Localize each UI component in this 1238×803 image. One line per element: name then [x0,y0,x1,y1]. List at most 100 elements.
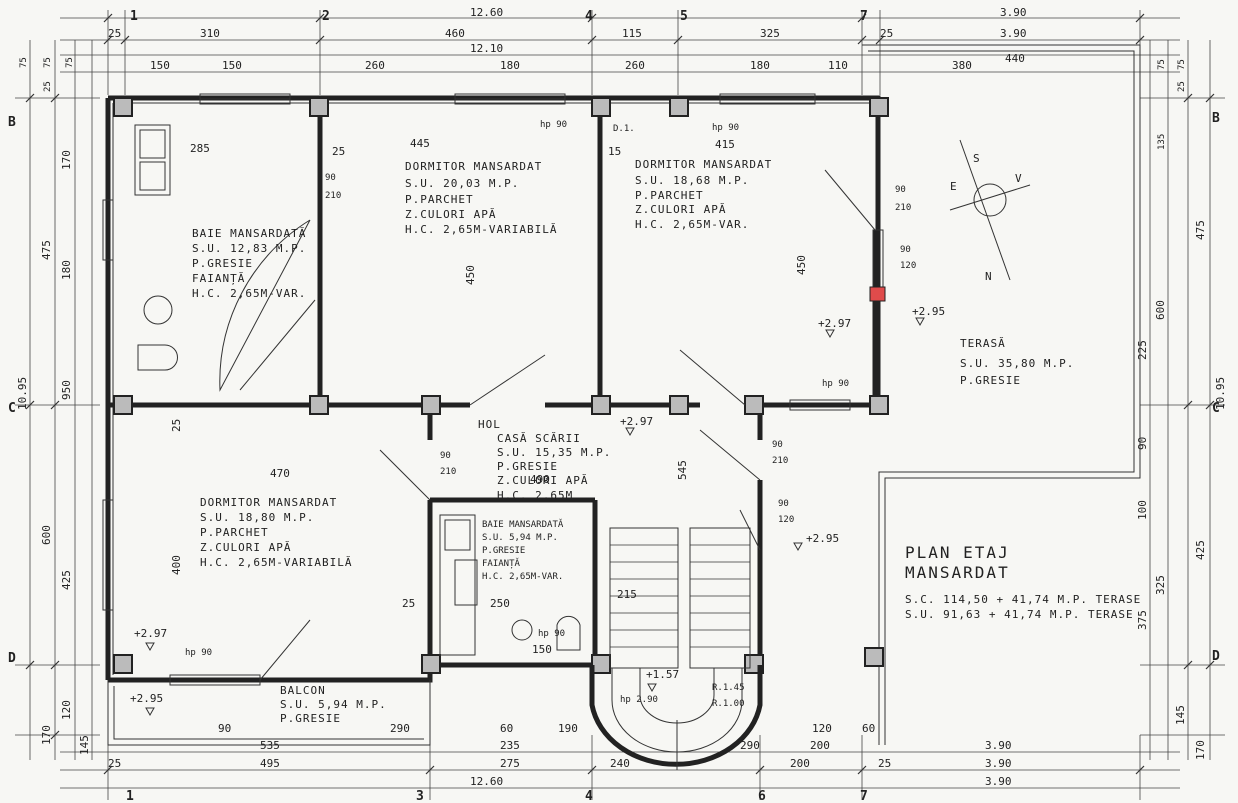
room-area: S.U. 18,68 M.P. [635,174,749,187]
dim-400: 400 [170,555,183,575]
room-height: H.C. 2,65M-VARIABILĂ [405,223,557,236]
dim-left-145: 145 [78,735,91,755]
room-area: S.U. 20,03 M.P. [405,177,519,190]
door-w-90b: 90 [895,185,906,195]
room-height: H.C. 2,65M [497,489,573,502]
dim-25a: 25 [332,145,345,158]
room-floor: P.GRESIE [960,374,1021,387]
opening-labels: 90 210 90 210 90 210 90 210 90 120 90 12… [185,120,916,709]
dim-right-1095: 10.95 [1214,377,1227,410]
dim-right-25: 25 [1177,81,1187,92]
dim-left-1095: 10.95 [16,377,29,410]
win-h-120b: 120 [778,515,794,525]
axis-right-d: D [1212,649,1220,664]
dim-right-170: 170 [1194,740,1207,760]
dim-bot-290: 290 [740,739,760,752]
door-h-210b: 210 [895,203,911,213]
dim-120: 120 [812,722,832,735]
right-dimension-chain [1140,40,1225,760]
top-dimension-chain [60,10,1180,95]
room-floor: P.PARCHET [200,526,269,539]
dim-top-25a: 25 [108,27,121,40]
level-east: +2.95 [806,532,839,545]
room-name: BAIE MANSARDATĂ [482,518,564,530]
door-h-210a: 210 [325,191,341,201]
level-dormitor-3: +2.97 [134,627,167,640]
compass-v-label: V [1015,172,1023,185]
top-windows [102,93,884,686]
level-dormitor-2: +2.97 [818,317,851,330]
dim-top-380: 380 [952,59,972,72]
dim-top-110: 110 [828,59,848,72]
axis-bot-6: 6 [758,789,766,803]
compass-rose [949,139,1031,281]
room-name: BALCON [280,684,326,697]
summary-sc: S.C. 114,50 + 41,74 M.P. TERASE [905,593,1141,606]
room-name: DORMITOR MANSARDAT [200,496,337,509]
dim-285: 285 [190,142,210,155]
dim-right-475: 475 [1194,220,1207,240]
axis-top-1: 1 [130,9,138,24]
room-dormitor-1: DORMITOR MANSARDAT S.U. 20,03 M.P. P.PAR… [405,160,557,236]
compass-n-label: N [985,270,993,283]
dim-415: 415 [715,138,735,151]
door-type-d1: D.1. [613,124,635,134]
dim-top-260b: 260 [625,59,645,72]
dim-top-terrace: 3.90 [1000,6,1027,19]
room-dormitor-3: DORMITOR MANSARDAT S.U. 18,80 M.P. P.PAR… [200,496,351,569]
door-w-90c: 90 [440,451,451,461]
dim-right-145: 145 [1174,705,1187,725]
dim-bot-275: 275 [500,757,520,770]
dim-top-310: 310 [200,27,220,40]
dim-60: 60 [500,722,513,735]
door-w-90a: 90 [325,173,336,183]
dim-left-600: 600 [40,525,53,545]
dim-right-135: 135 [1157,134,1167,150]
axis-top-2: 2 [322,9,330,24]
dim-bot-390c: 3.90 [985,775,1012,788]
room-name: BAIE MANSARDATĂ [192,227,306,240]
dim-bot-1260: 12.60 [470,775,503,788]
room-height: H.C. 2,65M-VAR. [192,287,306,300]
dim-bot-390b: 3.90 [985,757,1012,770]
dim-25b: 25 [170,419,183,432]
axis-top-5: 5 [680,9,688,24]
structural-columns [113,97,889,674]
room-name: HOL [478,418,501,431]
dim-right-100: 100 [1136,500,1149,520]
dim-60b: 60 [862,722,875,735]
dim-left-75b: 75 [43,57,53,68]
level-terrace: +2.95 [912,305,945,318]
door-swings [219,169,876,681]
dim-right-225: 225 [1136,340,1149,360]
dim-470: 470 [270,467,290,480]
dim-top-260a: 260 [365,59,385,72]
room-baie-1: BAIE MANSARDATĂ S.U. 12,83 M.P. P.GRESIE… [192,227,306,300]
dim-top-115: 115 [622,27,642,40]
room-area: S.U. 5,94 M.P. [482,533,558,543]
room-height: H.C. 2,65M-VAR. [482,572,563,582]
dim-445: 445 [410,137,430,150]
axis-left-b: B [8,115,16,130]
room-terasa: TERASĂ S.U. 35,80 M.P. P.GRESIE [960,337,1074,387]
room-walls: Z.CULORI APĂ [200,541,291,554]
room-area: S.U. 35,80 M.P. [960,357,1074,370]
dim-bot-240: 240 [610,757,630,770]
staircase [589,527,763,770]
room-floor: P.GRESIE [497,460,558,473]
dim-left-475: 475 [40,240,53,260]
dim-left-170: 170 [40,725,53,745]
axis-left-c: C [8,401,16,416]
dim-left-25: 25 [43,81,53,92]
axis-right-c: C [1212,401,1220,416]
axis-bot-1: 1 [126,789,134,803]
dim-250: 250 [490,597,510,610]
dim-bot-200b: 200 [790,757,810,770]
dim-top-460: 460 [445,27,465,40]
dim-450b: 450 [795,255,808,275]
terrace-parapet [862,44,1141,745]
bottom-dimension-chain [60,735,1180,800]
dim-bot-235: 235 [500,739,520,752]
dim-left-180: 180 [60,260,73,280]
